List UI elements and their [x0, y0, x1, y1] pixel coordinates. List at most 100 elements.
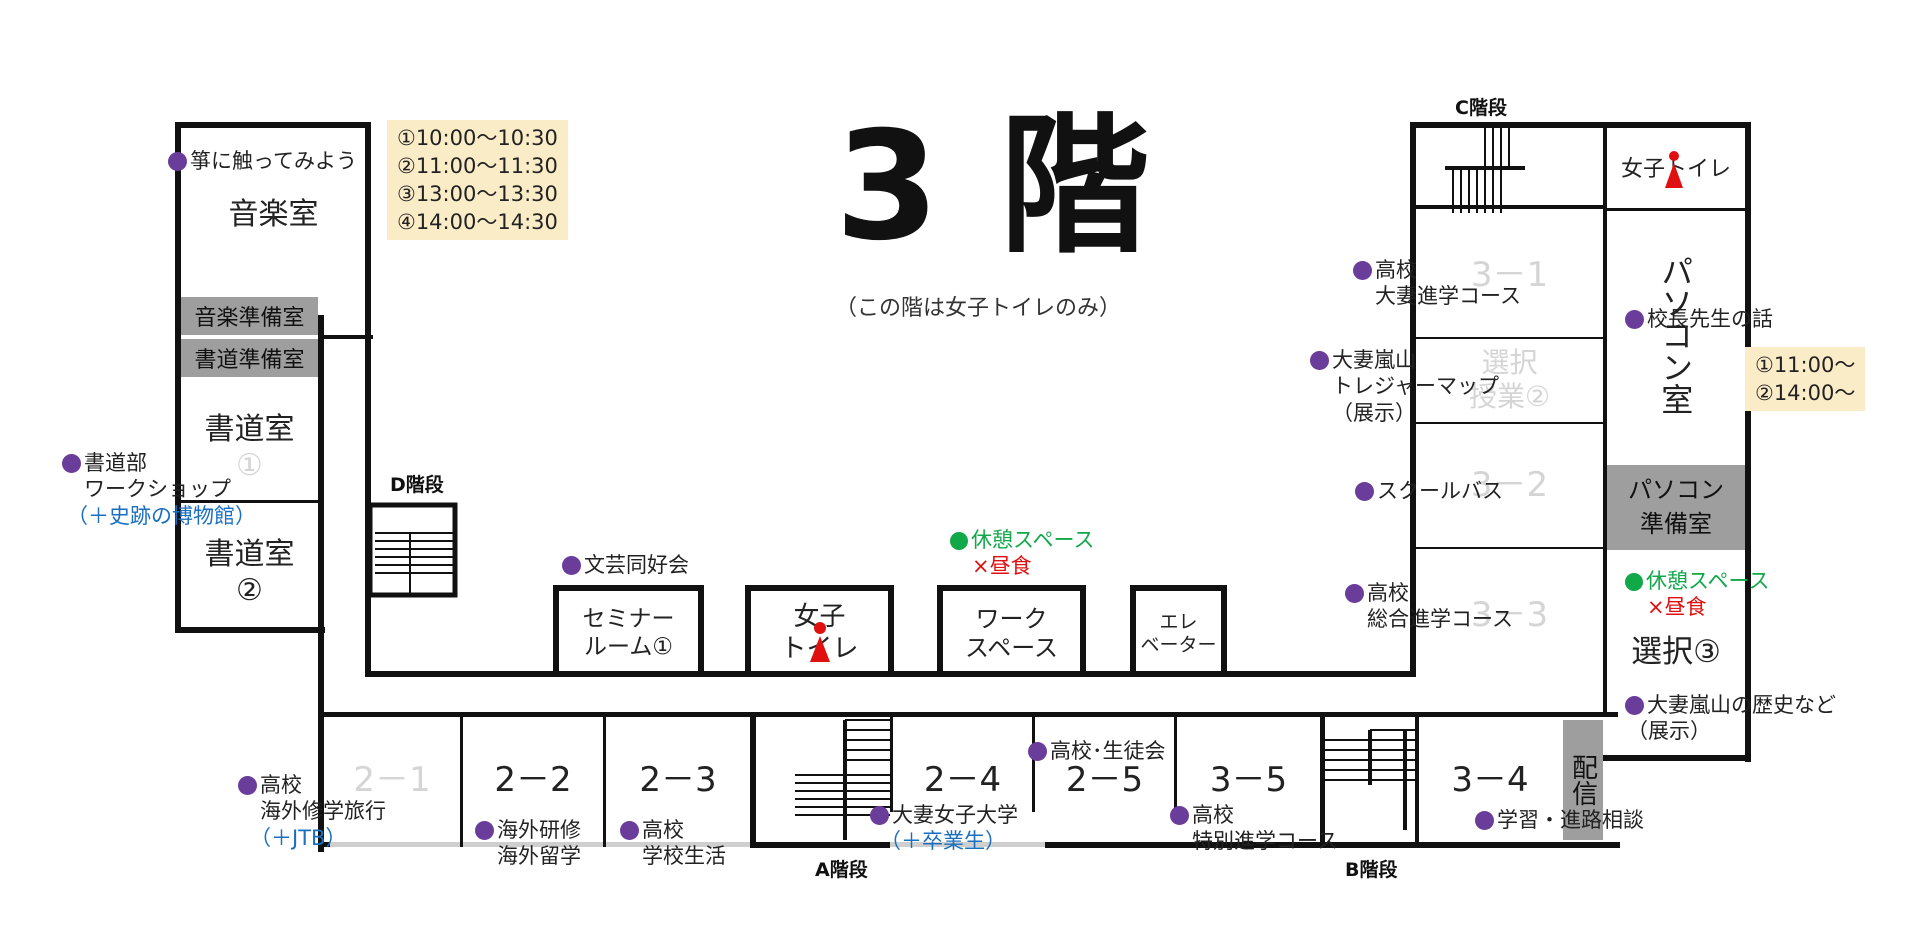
event-dot-icon — [1625, 310, 1644, 329]
haishin-label: 配信 — [1567, 754, 1598, 806]
stairs-a-label: A階段 — [815, 859, 868, 881]
pc-room-label: パソコン室 — [1656, 255, 1695, 415]
stairs-b-icon — [1325, 729, 1415, 830]
event-dot-icon — [1028, 742, 1047, 761]
room-2-5[interactable]: 2－5 — [1065, 759, 1144, 800]
koto-schedule: ①10:00～10:30 ②11:00～11:30 ③13:00～13:30 ④… — [387, 120, 568, 240]
event-koto[interactable]: 箏に触ってみよう — [168, 148, 357, 174]
daisai-line1: 高校 — [1375, 258, 1417, 282]
daisai-line2: 大妻進学コース — [1375, 284, 1521, 309]
event-dot-icon — [475, 821, 494, 840]
sentaku-2-line2: 授業② — [1468, 380, 1551, 413]
stairs-d-label: D階段 — [390, 474, 444, 496]
event-rest-mid[interactable]: 休憩スペース ×昼食 — [950, 527, 1094, 580]
room-2-2[interactable]: 2－2 — [494, 759, 572, 800]
event-rest-right[interactable]: 休憩スペース ×昼食 — [1625, 568, 1769, 621]
stairs-c-label: C階段 — [1455, 97, 1507, 119]
pc-prep-line2: 準備室 — [1640, 509, 1712, 538]
lunch-mid-text: ×昼食 — [972, 554, 1032, 579]
elevator-line2: ベーター — [1140, 633, 1217, 656]
room-pc-prep[interactable]: パソコン 準備室 — [1607, 465, 1745, 550]
room-calligraphy-2[interactable]: 書道室 ② — [181, 525, 318, 620]
room-workspace[interactable]: ワーク スペース — [943, 596, 1080, 671]
general-line1: 高校 — [1367, 581, 1409, 605]
room-3-2[interactable]: 3－2 — [1470, 464, 1549, 505]
event-council[interactable]: 高校･生徒会 — [1028, 738, 1166, 764]
event-school-life[interactable]: 高校 学校生活 — [620, 817, 726, 870]
event-dot-icon — [168, 152, 187, 171]
room-3-4[interactable]: 3－4 — [1451, 759, 1529, 800]
floor-subtitle: （この階は女子トイレのみ） — [835, 296, 1122, 321]
event-univ[interactable]: 大妻女子大学 （＋卒業生） — [870, 802, 1018, 855]
room-3-5[interactable]: 3－5 — [1209, 759, 1288, 800]
event-general[interactable]: 高校 総合進学コース — [1345, 580, 1513, 633]
event-history[interactable]: 大妻嵐山の歴史など （展示） — [1625, 692, 1836, 745]
room-sentaku-2[interactable]: 選択 授業② — [1416, 340, 1603, 420]
lunch-right-text: ×昼食 — [1647, 595, 1707, 620]
event-treasure[interactable]: 大妻嵐山 トレジャーマップ （展示） — [1310, 347, 1499, 426]
univ-line1: 大妻女子大学 — [892, 803, 1018, 827]
event-study[interactable]: 学習・進路相談 — [1475, 807, 1644, 833]
event-dot-icon — [1625, 696, 1644, 715]
event-dot-icon — [1345, 584, 1364, 603]
room-calligraphy-1[interactable]: 書道室 ① — [181, 400, 318, 495]
univ-line2: （＋卒業生） — [880, 829, 1006, 854]
event-dot-icon — [1353, 261, 1372, 280]
principal-schedule: ①11:00～ ②14:00～ — [1745, 347, 1866, 411]
stairs-c-icon — [1445, 128, 1525, 213]
event-shodo-line1: 書道部 — [84, 451, 147, 475]
sentaku-2-line1: 選択 — [1481, 346, 1538, 380]
room-pc[interactable]: パソコン室 — [1640, 225, 1710, 445]
pc-prep-line1: パソコン — [1628, 475, 1724, 504]
event-dot-icon — [1355, 482, 1374, 501]
rest-dot-icon — [1625, 573, 1643, 591]
rest-mid-text: 休憩スペース — [971, 528, 1095, 552]
principal-text: 校長先生の話 — [1647, 307, 1773, 331]
event-shodo[interactable]: 書道部 ワークショップ （＋史跡の博物館） — [62, 450, 256, 529]
treasure-line2: トレジャーマップ — [1332, 374, 1499, 399]
event-shodo-line3: （＋史跡の博物館） — [67, 503, 256, 528]
history-line1: 大妻嵐山の歴史など — [1647, 693, 1836, 717]
room-3-1[interactable]: 3－1 — [1470, 254, 1549, 295]
room-calligraphy-2-name: 書道室 — [204, 536, 295, 572]
event-dot-icon — [1310, 351, 1329, 370]
event-dot-icon — [620, 821, 639, 840]
event-special[interactable]: 高校 特別進学コース — [1170, 802, 1338, 855]
event-principal[interactable]: 校長先生の話 — [1625, 306, 1773, 332]
room-music-prep[interactable]: 音楽準備室 — [181, 297, 318, 335]
room-2-4[interactable]: 2－4 — [923, 759, 1002, 800]
workspace-line2: スペース — [964, 633, 1059, 662]
bus-text: スクールバス — [1377, 479, 1503, 503]
kaigai-line1: 海外研修 — [497, 818, 581, 842]
room-music[interactable]: 音楽室 — [228, 197, 319, 232]
event-shodo-line2: ワークショップ — [84, 477, 231, 502]
room-2-3[interactable]: 2－3 — [639, 759, 717, 800]
room-elevator[interactable]: エレ ベーター — [1136, 596, 1221, 671]
general-line2: 総合進学コース — [1367, 607, 1513, 632]
room-3-3[interactable]: 3－3 — [1470, 594, 1549, 635]
stairs-b-label: B階段 — [1345, 859, 1398, 881]
event-daisai[interactable]: 高校 大妻進学コース — [1353, 257, 1521, 310]
event-bungei[interactable]: 文芸同好会 — [562, 552, 689, 578]
event-hs-travel[interactable]: 高校 海外修学旅行 （＋JTB） — [238, 772, 386, 851]
elevator-line1: エレ — [1159, 610, 1198, 633]
kaigai-line2: 海外留学 — [497, 844, 581, 869]
event-dot-icon — [1475, 811, 1494, 830]
room-haishin[interactable]: 配信 — [1563, 720, 1603, 840]
room-seminar-1[interactable]: セミナー ルーム① — [559, 596, 698, 671]
event-bus[interactable]: スクールバス — [1355, 478, 1503, 504]
hs-travel-line3: （＋JTB） — [250, 825, 347, 850]
hs-travel-line1: 高校 — [260, 773, 302, 797]
room-calligraphy-prep[interactable]: 書道準備室 — [181, 339, 318, 377]
room-2-1[interactable]: 2－1 — [324, 755, 460, 805]
rest-dot-icon — [950, 532, 968, 550]
hs-travel-line2: 海外修学旅行 — [260, 799, 386, 824]
workspace-line1: ワーク — [975, 604, 1048, 633]
room-2-1-label: 2－1 — [353, 759, 431, 800]
event-dot-icon — [62, 454, 81, 473]
study-text: 学習・進路相談 — [1497, 808, 1644, 832]
event-bungei-text: 文芸同好会 — [584, 553, 689, 577]
treasure-line1: 大妻嵐山 — [1332, 348, 1416, 372]
event-kaigai[interactable]: 海外研修 海外留学 — [475, 817, 581, 870]
room-sentaku-3[interactable]: 選択③ — [1631, 633, 1721, 670]
